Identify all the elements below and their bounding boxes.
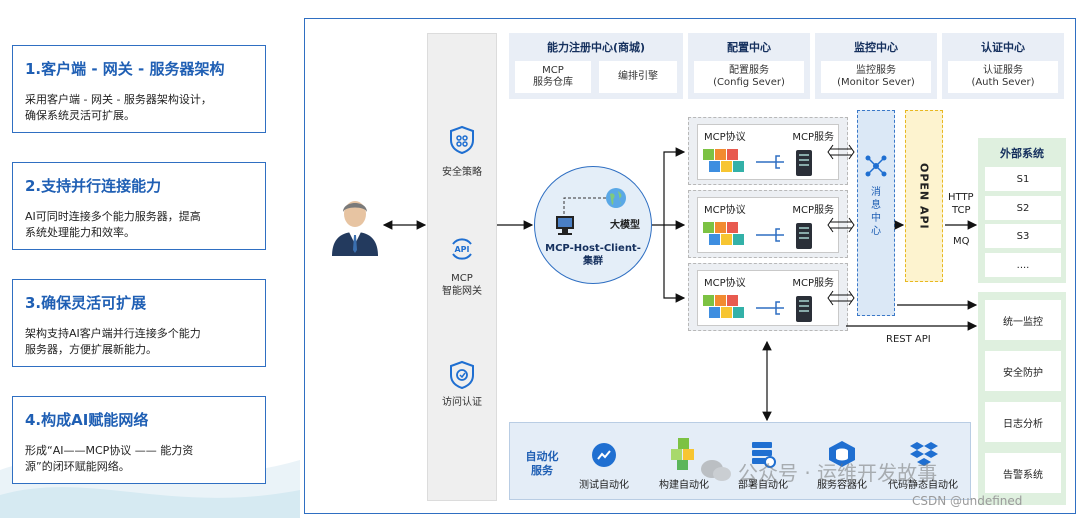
server-icon [756, 150, 812, 176]
mcp-row-3: MCP协议 MCP服务 [688, 263, 848, 331]
external-system-item: S3 [985, 224, 1061, 248]
config-center-title: 配置中心 [727, 41, 771, 54]
automation-label: 服务容器化 [817, 480, 867, 491]
feature-card-3: 3.确保灵活可扩展 架构支持AI客户端并行连接多个能力 服务器，方便扩展新能力。 [12, 279, 266, 367]
cubes-icon [703, 149, 744, 172]
mq-label: MQ [953, 236, 970, 247]
service-alerting: 告警系统 [985, 453, 1061, 493]
build-automation-icon [671, 438, 694, 470]
shield-icon [450, 125, 474, 155]
host-cluster-label: MCP-Host-Client- 集群 [545, 243, 641, 267]
user-avatar-icon [332, 201, 378, 256]
mcp-protocol-label: MCP协议 [704, 278, 746, 289]
monitor-service: 监控服务 (Monitor Sever) [821, 61, 931, 93]
cubes-icon [703, 222, 744, 245]
connector-dashed [563, 197, 606, 214]
mcp-repo: MCP 服务仓库 [515, 61, 591, 93]
feature-card-2: 2.支持并行连接能力 AI可同时连接多个能力服务器，提高 系统处理能力和效率。 [12, 162, 266, 250]
server-icon [756, 296, 812, 322]
automation-deploy: 部署自动化 [724, 436, 802, 492]
automation-label: 构建自动化 [659, 480, 709, 491]
mcp-server-label: MCP服务 [792, 132, 834, 143]
feature-card-desc: AI可同时连接多个能力服务器，提高 系统处理能力和效率。 [25, 210, 201, 239]
automation-label: 代码静态自动化 [888, 480, 958, 491]
mcp-row-2: MCP协议 MCP服务 [688, 190, 848, 258]
deploy-automation-icon [752, 442, 776, 468]
config-center: 配置中心 配置服务 (Config Sever) [688, 33, 810, 99]
service-unified-monitor: 统一监控 [985, 300, 1061, 340]
tcp-label: TCP [952, 205, 971, 216]
automation-static-code: 代码静态自动化 [884, 436, 962, 492]
api-icon: API [452, 238, 472, 260]
access-auth-label: 访问认证 [442, 397, 482, 408]
feature-card-4: 4.构成AI赋能网络 形成“AI——MCP协议 —— 能力资 源”的闭环赋能网络… [12, 396, 266, 484]
message-center [857, 110, 895, 316]
registry-center-title: 能力注册中心(商城) [546, 41, 646, 54]
registry-center: 能力注册中心(商城) MCP 服务仓库 编排引擎 [509, 33, 683, 99]
rest-api-label: REST API [886, 334, 931, 345]
mcp-row-1: MCP协议 MCP服务 [688, 117, 848, 185]
feature-card-desc: 形成“AI——MCP协议 —— 能力资 源”的闭环赋能网络。 [25, 444, 194, 473]
open-api-box [905, 110, 943, 282]
auth-center-title: 认证中心 [981, 41, 1025, 54]
service-security: 安全防护 [985, 351, 1061, 391]
feature-card-title: 3.确保灵活可扩展 [25, 294, 147, 312]
automation-build: 构建自动化 [645, 436, 723, 492]
feature-card-title: 1.客户端 - 网关 - 服务器架构 [25, 60, 225, 78]
automation-container: 服务容器化 [803, 436, 881, 492]
config-service: 配置服务 (Config Sever) [694, 61, 804, 93]
cubes-icon [703, 295, 744, 318]
test-automation-icon [592, 443, 616, 467]
external-systems-title: 外部系统 [1000, 147, 1044, 160]
external-system-item: S2 [985, 196, 1061, 220]
llm-label: 大模型 [610, 220, 640, 231]
globe-icon [606, 188, 626, 208]
security-policy-label: 安全策略 [442, 167, 482, 178]
container-icon [829, 441, 855, 467]
auth-service: 认证服务 (Auth Sever) [948, 61, 1058, 93]
mcp-server-label: MCP服务 [792, 205, 834, 216]
http-label: HTTP [948, 192, 974, 203]
mcp-gateway-label: MCP 智能网关 [442, 273, 482, 297]
access-auth-icon [450, 360, 474, 390]
automation-label: 部署自动化 [738, 480, 788, 491]
wechat-watermark-text: 公众号 · 运维开发故事 [738, 460, 938, 485]
static-code-icon [910, 442, 938, 466]
wechat-watermark: 公众号 · 运维开发故事 [700, 456, 1040, 486]
open-api-label: OPEN API [917, 162, 931, 230]
feature-card-title: 4.构成AI赋能网络 [25, 411, 149, 429]
feature-card-desc: 采用客户端 - 网关 - 服务器架构设计， 确保系统灵活可扩展。 [25, 93, 212, 122]
monitor-center-title: 监控中心 [854, 41, 898, 54]
orchestration-engine: 编排引擎 [599, 61, 677, 93]
network-icon [865, 155, 887, 177]
mcp-protocol-label: MCP协议 [704, 205, 746, 216]
auth-center: 认证中心 认证服务 (Auth Sever) [942, 33, 1064, 99]
service-log-analysis: 日志分析 [985, 402, 1061, 442]
message-center-label: 消 息 中 心 [871, 187, 881, 237]
automation-title: 自动化 服务 [525, 450, 559, 477]
monitor-center: 监控中心 监控服务 (Monitor Sever) [815, 33, 937, 99]
automation-panel [509, 422, 971, 500]
wechat-icon [701, 460, 731, 481]
csdn-watermark: CSDN @undefined [912, 494, 1023, 508]
automation-label: 测试自动化 [579, 480, 629, 491]
feature-card-title: 2.支持并行连接能力 [25, 177, 162, 195]
mcp-protocol-label: MCP协议 [704, 132, 746, 143]
feature-card-1: 1.客户端 - 网关 - 服务器架构 采用客户端 - 网关 - 服务器架构设计，… [12, 45, 266, 133]
api-icon-text: API [454, 245, 469, 254]
host-client-cluster [534, 166, 652, 284]
computer-icon [556, 216, 574, 235]
external-system-item: S1 [985, 167, 1061, 191]
automation-test: 测试自动化 [565, 436, 643, 492]
feature-card-desc: 架构支持AI客户端并行连接多个能力 服务器，方便扩展新能力。 [25, 327, 201, 356]
gateway-column [427, 33, 497, 501]
external-system-item: .... [985, 253, 1061, 277]
mcp-server-label: MCP服务 [792, 278, 834, 289]
server-icon [756, 223, 812, 249]
